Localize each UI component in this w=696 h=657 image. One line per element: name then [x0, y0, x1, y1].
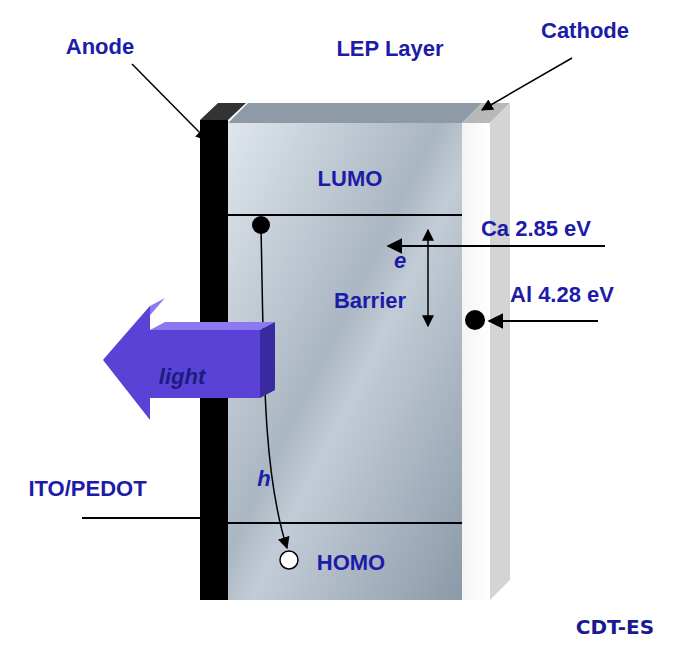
credit-label: CDT-ES — [560, 614, 670, 640]
hole-dot — [280, 551, 298, 569]
cathode-label: Cathode — [520, 18, 650, 44]
electron-dot — [252, 216, 270, 234]
recombination-path — [261, 228, 287, 548]
barrier-arrow — [427, 230, 429, 326]
level-label: HOMO — [296, 550, 406, 576]
carrier-label: e — [388, 248, 412, 274]
light-arrow: light — [100, 298, 280, 422]
arrow-shape — [100, 298, 280, 422]
lumo-line — [228, 214, 462, 216]
anode-leader — [132, 64, 207, 140]
ito-arrow — [82, 517, 220, 519]
al-arrow — [489, 320, 598, 322]
ca-arrow — [388, 245, 605, 247]
level-label: LUMO — [300, 166, 400, 192]
homo-line — [228, 522, 462, 524]
al-dot — [465, 310, 485, 330]
work-function-label: Ca 2.85 eV — [462, 216, 610, 242]
barrier-label: Barrier — [315, 288, 425, 314]
lep-face — [228, 123, 462, 600]
lep-top — [228, 103, 482, 123]
cathode-side — [490, 103, 510, 600]
electrode-label: ITO/PEDOT — [20, 476, 155, 502]
layer-label: LEP Layer — [320, 36, 460, 62]
arrow-text: light — [159, 364, 205, 390]
anode-label: Anode — [45, 34, 155, 60]
cathode-face — [462, 123, 490, 600]
work-function-label: Al 4.28 eV — [492, 282, 632, 308]
cathode-leader — [482, 58, 572, 110]
carrier-label: h — [252, 466, 276, 492]
